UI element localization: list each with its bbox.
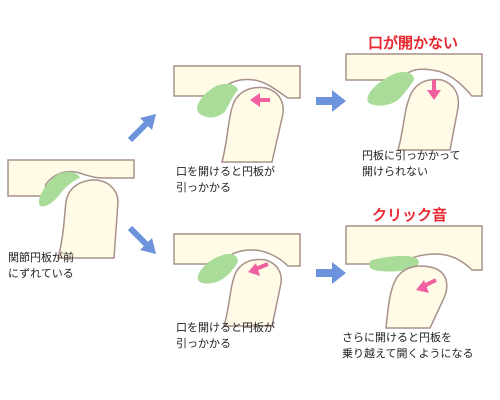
caption-lower-click: さらに開けると円板を 乗り越えて開くようになる (342, 330, 473, 362)
mandible-condyle (385, 265, 448, 329)
articular-disc (369, 255, 419, 272)
caption-line: 口を開けると円板が (176, 321, 275, 334)
flow-arrow-right-icon (316, 90, 346, 112)
caption-line: 関節円板が前 (8, 251, 74, 264)
pink-arrow-left-icon (248, 262, 269, 276)
articular-disc (38, 171, 80, 207)
mandible-condyle (57, 179, 119, 259)
articular-disc (367, 72, 414, 106)
articular-disc (197, 254, 238, 284)
caption-line: にずれている (8, 267, 74, 280)
caption-lower-open: 口を開けると円板が 引っかかる (176, 320, 275, 352)
joint-illustration-upper-open (173, 65, 301, 163)
skull-fossa (7, 159, 135, 197)
mandible-condyle (222, 258, 282, 327)
caption-line: 乗り越えて開くようになる (342, 347, 474, 360)
skull-fossa (173, 65, 301, 99)
headline-click: クリック音 (372, 206, 448, 224)
mandible-condyle (221, 86, 284, 163)
headline-locked: 口が開かない (368, 34, 459, 52)
joint-illustration-start (7, 159, 135, 259)
flow-arrow-up-icon (127, 114, 156, 143)
pink-arrow-down-icon (427, 80, 441, 100)
caption-line: さらに開けると円板を (342, 331, 452, 344)
articular-disc (197, 83, 238, 118)
joint-illustration-lower-click (345, 225, 483, 329)
caption-start: 関節円板が前 にずれている (8, 250, 74, 282)
joint-illustration-upper-locked (345, 53, 483, 151)
caption-line: 開けられない (362, 165, 428, 178)
caption-line: 引っかかる (176, 181, 231, 194)
caption-line: 引っかかる (176, 337, 231, 350)
caption-line: 円板に引っかかって (362, 149, 461, 162)
joint-illustration-lower-open (173, 233, 301, 327)
pink-arrow-left-icon (250, 93, 270, 107)
pink-arrow-left-icon (416, 278, 437, 293)
caption-line: 口を開けると円板が (176, 165, 275, 178)
flow-arrow-down-icon (127, 225, 156, 254)
flow-arrow-right-icon (316, 262, 346, 284)
caption-upper-open: 口を開けると円板が 引っかかる (176, 164, 275, 196)
caption-upper-locked: 円板に引っかかって 開けられない (362, 148, 460, 180)
mandible-condyle (396, 78, 460, 151)
